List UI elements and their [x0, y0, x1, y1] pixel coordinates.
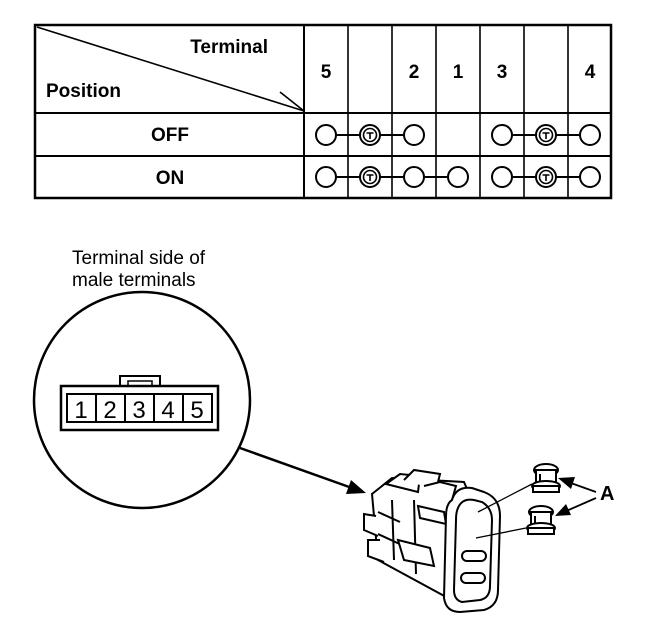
connector-magnifier [32, 290, 252, 510]
pin-label-5: 5 [190, 397, 203, 424]
leader-lower [475, 527, 527, 539]
header-diagonal-tick [279, 91, 305, 112]
terminal-circle [579, 166, 601, 188]
caption-line-2: male terminals [72, 270, 196, 291]
terminal-circle [491, 166, 513, 188]
bulb-upper [531, 463, 561, 493]
bulb-symbol [538, 169, 554, 185]
bulb-lower [526, 505, 556, 535]
bulb-symbol [362, 127, 378, 143]
row-label-off: OFF [151, 125, 189, 146]
col-label-3: 1 [453, 62, 464, 83]
header-diagonal [36, 26, 305, 112]
switch-body [363, 468, 502, 614]
terminal-circle [403, 166, 425, 188]
col-label-2: 2 [409, 62, 420, 83]
terminal-circle [579, 124, 601, 146]
terminal-circle [491, 124, 513, 146]
callout-label-a: A [600, 483, 614, 505]
row-label-on: ON [156, 168, 185, 189]
terminal-circle [403, 124, 425, 146]
callout-arrows [555, 477, 597, 516]
col-label-0: 5 [321, 62, 332, 83]
continuity-table: Terminal Position 5 2 1 3 4 OFF ON [33, 23, 613, 200]
bulb-filament [366, 174, 374, 181]
bulb-filament [366, 132, 374, 139]
header-position: Position [46, 81, 121, 102]
pointer-arrow [239, 446, 366, 494]
pin-label-1: 1 [74, 397, 87, 424]
col-label-6: 4 [585, 62, 596, 83]
terminal-circle [315, 124, 337, 146]
pin-label-3: 3 [132, 397, 145, 424]
pin-label-2: 2 [103, 397, 116, 424]
terminal-circle [315, 166, 337, 188]
header-terminal: Terminal [190, 37, 268, 58]
leader-upper [477, 483, 533, 513]
table-frame [33, 23, 613, 200]
terminal-circle [447, 166, 469, 188]
continuity-marks [315, 124, 601, 188]
caption-line-1: Terminal side of [72, 248, 206, 269]
connector-face [59, 375, 220, 432]
bulb-symbol [538, 127, 554, 143]
col-label-4: 3 [497, 62, 508, 83]
bulb-filament [542, 132, 550, 139]
pin-label-4: 4 [161, 397, 174, 424]
bulb-symbol [362, 169, 378, 185]
bulb-filament [542, 174, 550, 181]
